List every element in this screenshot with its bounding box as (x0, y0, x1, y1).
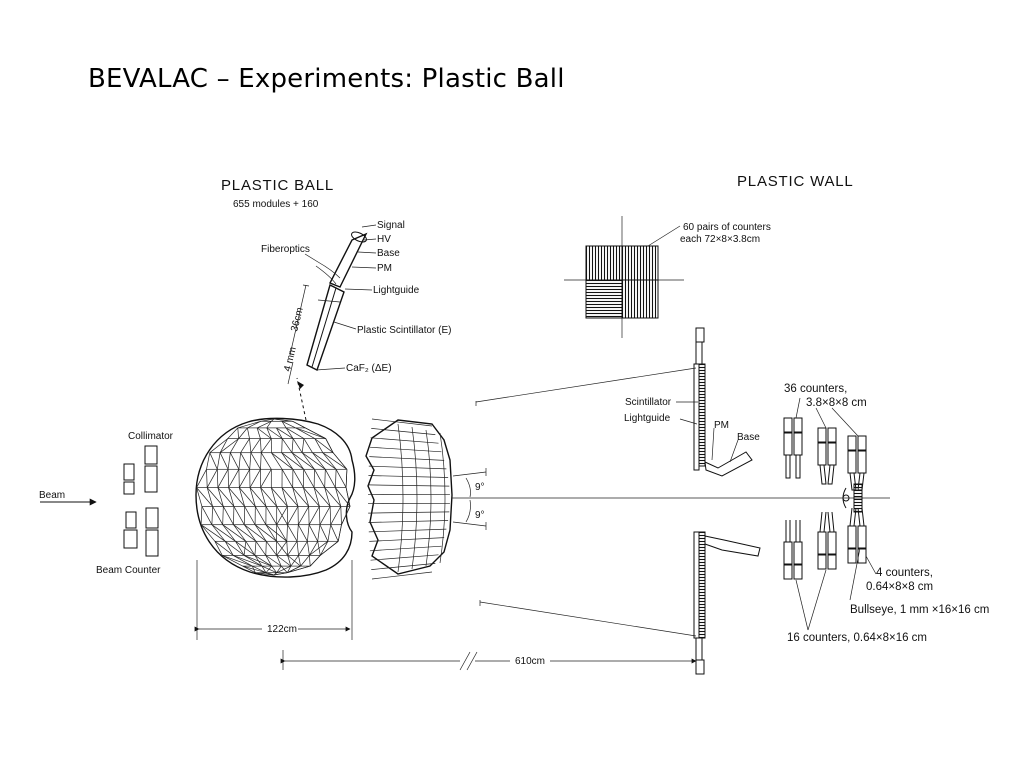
plastic-ball-barrel (365, 418, 453, 580)
dim-610cm: 610cm (515, 656, 545, 667)
label-fiberoptics: Fiberoptics (261, 244, 310, 255)
label-beam-counter: Beam Counter (96, 565, 161, 576)
label-scintillator-e: Plastic Scintillator (E) (357, 325, 451, 336)
wall-counters-note-2: each 72×8×3.8cm (680, 234, 760, 245)
label-signal: Signal (377, 220, 405, 231)
plastic-ball-subheading: 655 modules + 160 (233, 199, 319, 210)
label-beam: Beam (39, 490, 65, 501)
zero-degree-counters (783, 397, 877, 631)
wall-label-base: Base (737, 432, 760, 443)
angle-markers (452, 468, 487, 530)
label-16-counters: 16 counters, 0.64×8×16 cm (787, 632, 927, 644)
collimator (123, 445, 159, 557)
label-dim-4mm: 4 mm (282, 346, 299, 373)
wall-label-scintillator: Scintillator (625, 397, 672, 408)
diameter-dimension (194, 560, 353, 640)
plastic-wall-front-view (564, 216, 684, 338)
label-hv: HV (377, 234, 391, 245)
label-bullseye: Bullseye, 1 mm ×16×16 cm (850, 604, 989, 616)
label-4-counters-dims: 0.64×8×8 cm (866, 581, 933, 593)
wall-label-pm: PM (714, 420, 729, 431)
angle-top: 9° (475, 482, 485, 493)
label-base: Base (377, 248, 400, 259)
label-lightguide: Lightguide (373, 285, 420, 296)
ball-module-detail (287, 224, 377, 421)
plastic-wall-heading: PLASTIC WALL (737, 173, 854, 190)
wall-label-lightguide: Lightguide (624, 413, 671, 424)
slide-title: BEVALAC – Experiments: Plastic Ball (88, 64, 565, 94)
label-36-counters-dims: 3.8×8×8 cm (806, 397, 867, 409)
distance-dimension (280, 650, 697, 671)
label-36-counters: 36 counters, (784, 383, 847, 395)
plastic-ball-heading: PLASTIC BALL (221, 177, 334, 194)
plastic-wall-side-view (475, 327, 761, 675)
label-dim-36cm: 36cm (289, 306, 306, 332)
plastic-ball-sphere (195, 417, 356, 578)
dim-122cm: 122cm (267, 624, 297, 635)
beam-line (40, 497, 890, 506)
label-caf2: CaF₂ (ΔE) (346, 363, 392, 374)
label-pm: PM (377, 263, 392, 274)
wall-counters-note-1: 60 pairs of counters (683, 222, 771, 233)
label-collimator: Collimator (128, 431, 174, 442)
angle-bottom: 9° (475, 510, 485, 521)
label-4-counters: 4 counters, (876, 567, 933, 579)
